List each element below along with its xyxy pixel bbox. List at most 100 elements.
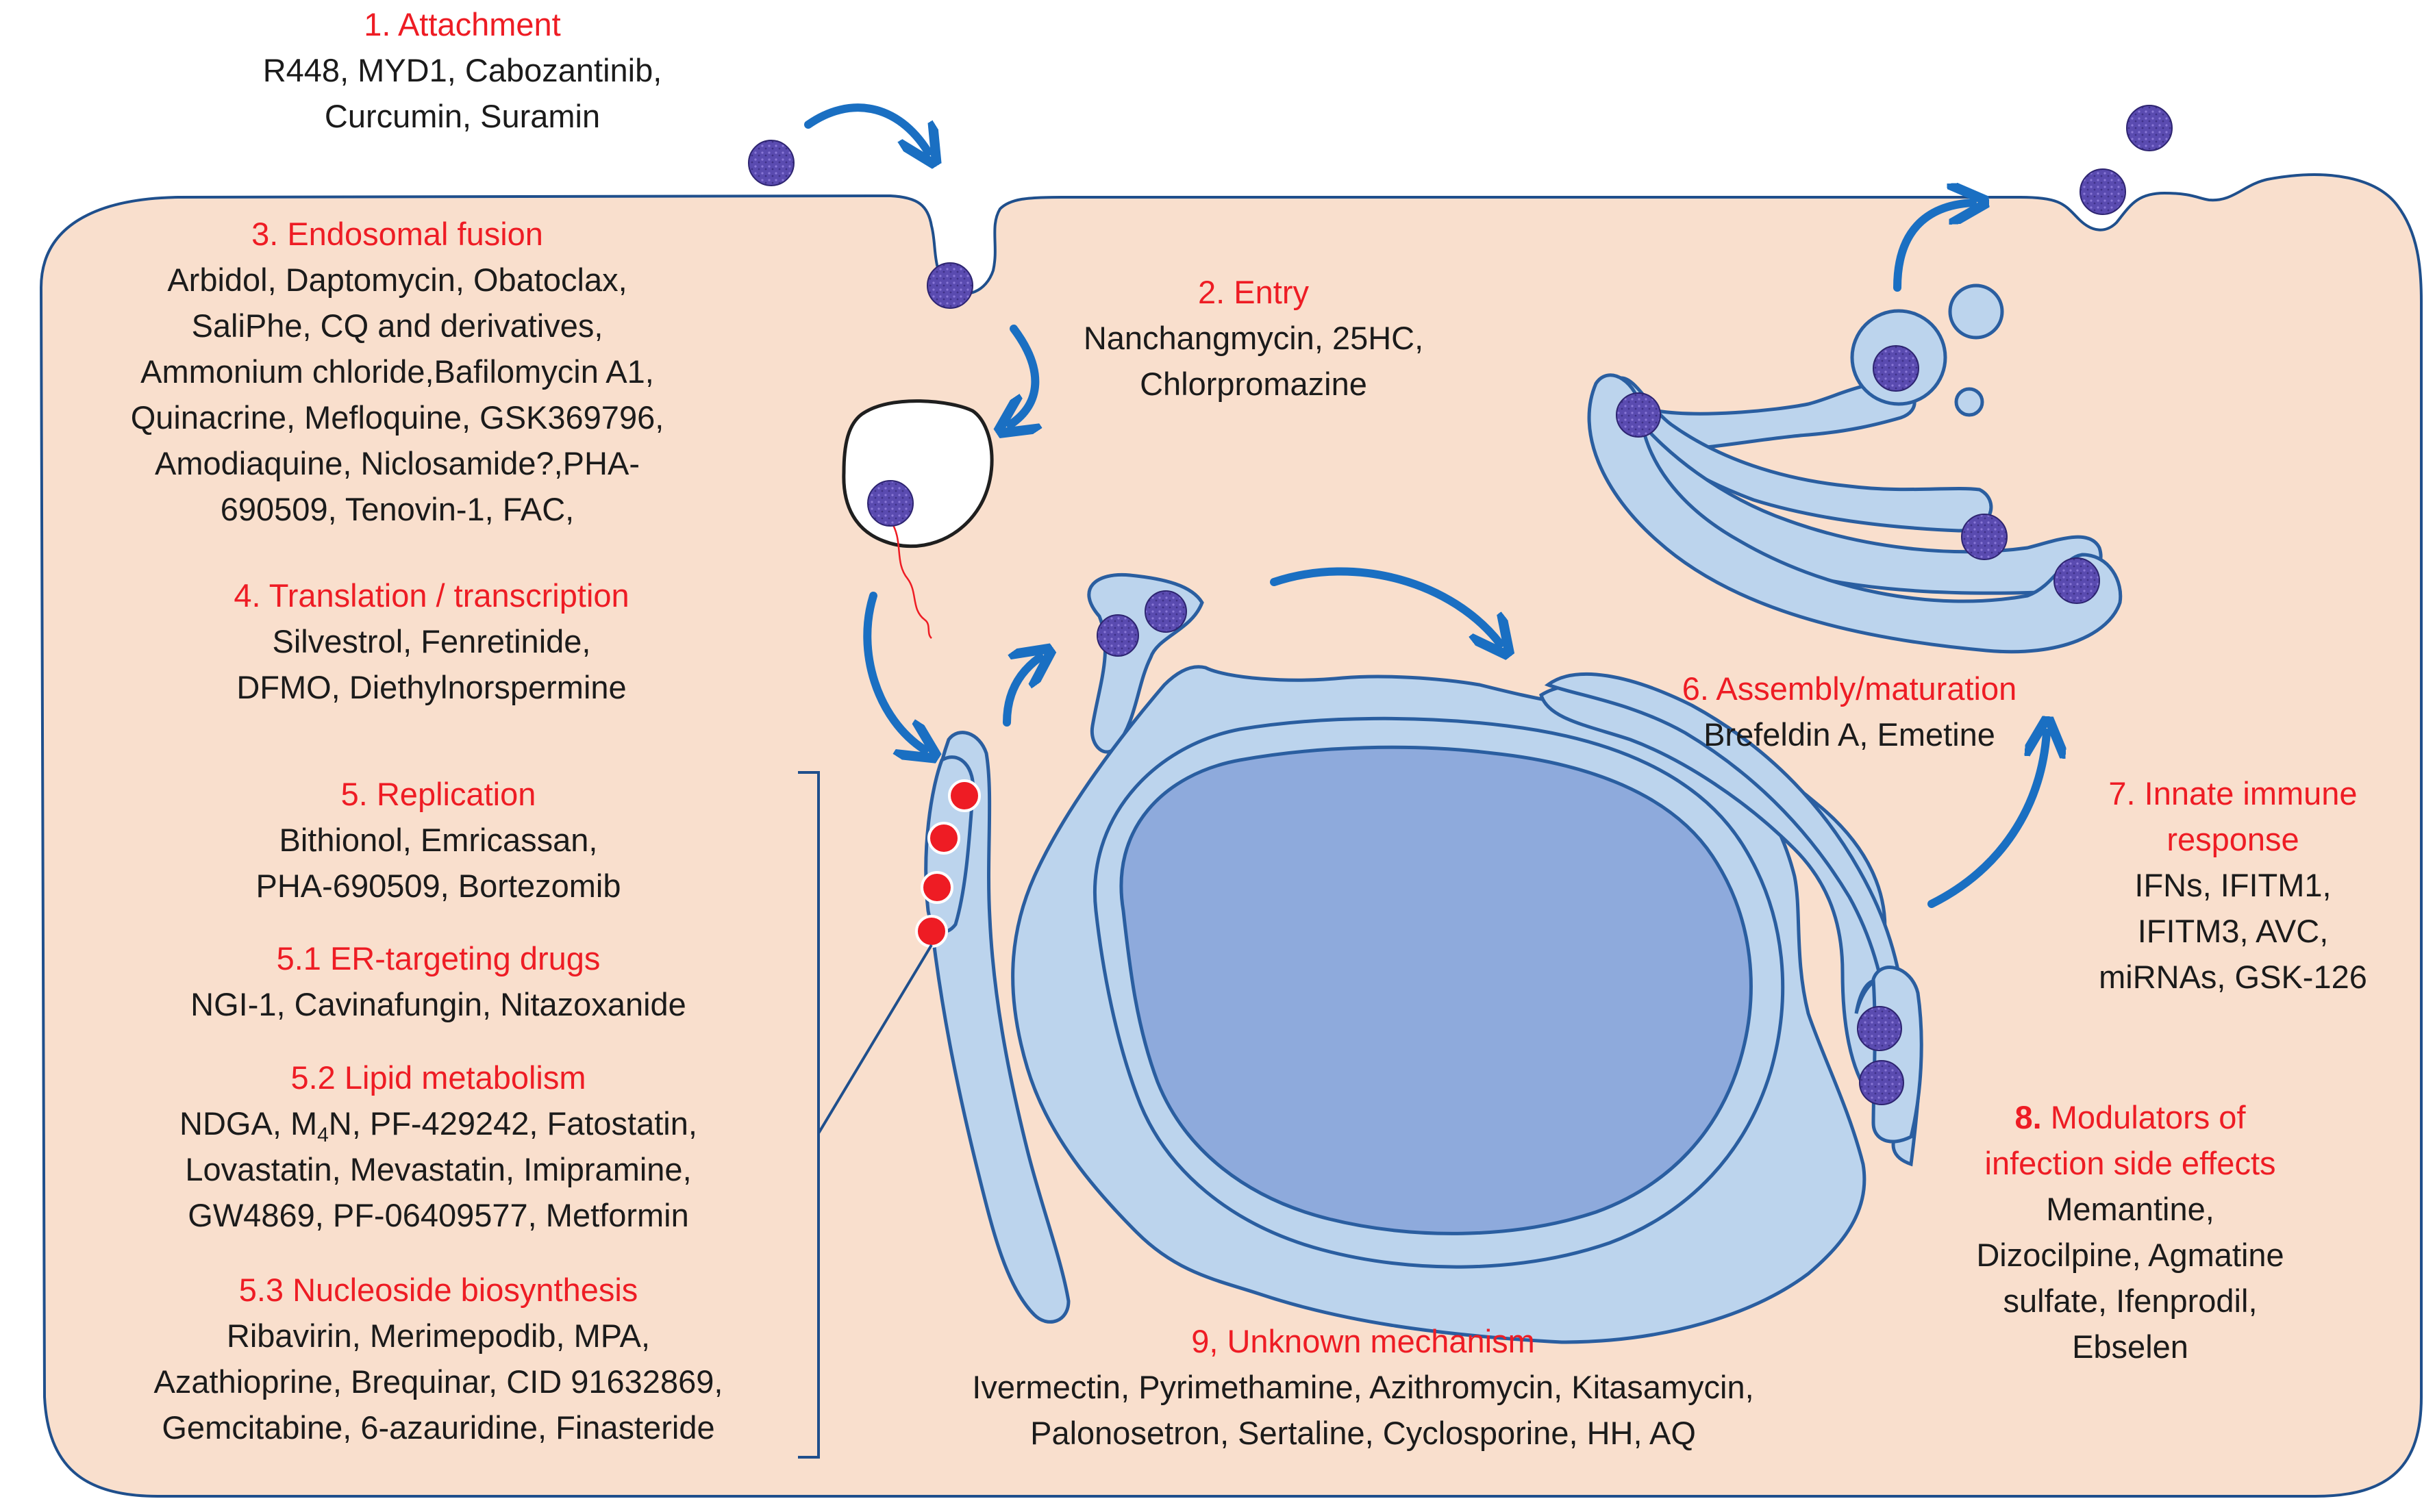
bracket-connector bbox=[817, 944, 933, 1135]
virus-in-pit bbox=[927, 262, 973, 309]
modulators-drugs-2: Dizocilpine, Agmatine bbox=[1976, 1237, 2284, 1273]
replication-title: 5. Replication bbox=[340, 776, 536, 812]
label-entry: 2. Entry Nanchangmycin, 25HC, Chlorproma… bbox=[1027, 269, 1479, 407]
nuclear-envelope-inner bbox=[1093, 716, 1785, 1269]
endosomal-fusion-drugs-6: 690509, Tenovin-1, FAC, bbox=[220, 491, 575, 527]
replication-drugs-2: PHA-690509, Bortezomib bbox=[255, 868, 621, 904]
arrow-release bbox=[1893, 203, 1973, 292]
modulators-title-2: infection side effects bbox=[1984, 1145, 2276, 1181]
golgi-cisterna-4 bbox=[1587, 373, 2123, 654]
virus-golgi-2 bbox=[1961, 514, 2008, 560]
lipid-drugs-1-pre: NDGA, M bbox=[179, 1105, 318, 1142]
entry-title: 2. Entry bbox=[1198, 274, 1309, 310]
replication-complexes bbox=[915, 779, 981, 948]
label-nucleoside: 5.3 Nucleoside biosynthesis Ribavirin, M… bbox=[89, 1267, 788, 1450]
endosomal-fusion-drugs-3: Ammonium chloride,Bafilomycin A1, bbox=[140, 353, 654, 390]
label-translation: 4. Translation / transcription Silvestro… bbox=[171, 572, 692, 710]
endosomal-fusion-drugs-4: Quinacrine, Mefloquine, GSK369796, bbox=[130, 399, 664, 436]
modulators-drugs-3: sulfate, Ifenprodil, bbox=[2003, 1283, 2258, 1319]
nucleoside-title: 5.3 Nucleoside biosynthesis bbox=[238, 1272, 638, 1308]
virus-er-2 bbox=[1145, 590, 1187, 633]
arrow-to-er bbox=[863, 592, 925, 750]
replication-complex-1 bbox=[948, 779, 981, 812]
lipid-metabolism-drugs-1: NDGA, M4N, PF-429242, Fatostatin, bbox=[137, 1100, 740, 1146]
process-arrows bbox=[804, 103, 2047, 908]
virus-er-pocket-1 bbox=[1857, 1006, 1902, 1051]
modulators-title-1: 8. Modulators of bbox=[1911, 1094, 2349, 1140]
modulators-drugs-4: Ebselen bbox=[2072, 1328, 2188, 1365]
translation-drugs-1: Silvestrol, Fenretinide, bbox=[272, 623, 591, 659]
label-replication: 5. Replication Bithionol, Emricassan, PH… bbox=[192, 771, 685, 909]
nucleus bbox=[1119, 745, 1753, 1235]
modulators-drugs-1: Memantine, bbox=[2046, 1191, 2214, 1227]
innate-immune-title-2: response bbox=[2166, 821, 2299, 857]
assembly-drugs-1: Brefeldin A, Emetine bbox=[1703, 716, 1995, 753]
golgi-vesicle-small bbox=[1954, 387, 1984, 417]
viral-rna-strand bbox=[889, 520, 932, 639]
golgi-vesicle-medium bbox=[1948, 284, 2004, 340]
lipid-metabolism-drugs-3: GW4869, PF-06409577, Metformin bbox=[188, 1197, 689, 1233]
entry-drugs-2: Chlorpromazine bbox=[1140, 366, 1367, 402]
virus-er-pocket-2 bbox=[1859, 1060, 1904, 1105]
replication-complex-2 bbox=[927, 822, 960, 855]
golgi-cisterna-2 bbox=[1608, 376, 1993, 533]
virus-golgi-vesicle bbox=[1873, 345, 1919, 392]
nucleoside-drugs-1: Ribavirin, Merimepodib, MPA, bbox=[226, 1318, 651, 1354]
virus-released-2 bbox=[2080, 168, 2126, 215]
assembly-title: 6. Assembly/maturation bbox=[1682, 670, 2017, 707]
replication-bracket bbox=[798, 771, 933, 1459]
arrow-entry bbox=[1010, 325, 1035, 425]
entry-drugs-1: Nanchangmycin, 25HC, bbox=[1083, 320, 1424, 356]
translation-title: 4. Translation / transcription bbox=[234, 577, 629, 614]
arrow-er-up bbox=[1003, 657, 1040, 727]
innate-immune-drugs-2: IFITM3, AVC, bbox=[2137, 913, 2329, 949]
label-endosomal-fusion: 3. Endosomal fusion Arbidol, Daptomycin,… bbox=[103, 211, 692, 532]
endosomal-fusion-drugs-1: Arbidol, Daptomycin, Obatoclax, bbox=[167, 262, 627, 298]
arrow-innate bbox=[1927, 733, 2047, 908]
modulators-title-text: Modulators of bbox=[2041, 1099, 2246, 1135]
virus-in-endosome bbox=[867, 480, 914, 527]
innate-immune-title-1: 7. Innate immune bbox=[2108, 775, 2358, 811]
virus-released-1 bbox=[2126, 105, 2173, 151]
arrow-attachment bbox=[804, 103, 928, 152]
replication-complex-3 bbox=[921, 871, 953, 904]
innate-immune-drugs-3: miRNAs, GSK-126 bbox=[2099, 959, 2367, 995]
nucleoside-drugs-2: Azathioprine, Brequinar, CID 91632869, bbox=[153, 1363, 723, 1400]
label-er-targeting: 5.1 ER-targeting drugs NGI-1, Cavinafung… bbox=[158, 935, 719, 1027]
label-modulators: 8. Modulators of infection side effects … bbox=[1911, 1094, 2349, 1370]
virus-er-1 bbox=[1097, 614, 1139, 657]
unknown-drugs-2: Palonosetron, Sertaline, Cyclosporine, H… bbox=[1030, 1415, 1696, 1451]
translation-drugs-2: DFMO, Diethylnorspermine bbox=[236, 669, 627, 705]
endosomal-fusion-drugs-5: Amodiaquine, Niclosamide?,PHA- bbox=[155, 445, 640, 481]
lipid-drugs-1-subscript: 4 bbox=[317, 1124, 329, 1146]
virus-golgi-1 bbox=[1616, 392, 1661, 438]
virus-particles bbox=[748, 105, 2173, 1105]
virus-golgi-3 bbox=[2053, 557, 2100, 604]
modulators-title-number: 8. bbox=[2014, 1099, 2042, 1135]
label-attachment: 1. Attachment R448, MYD1, Cabozantinib, … bbox=[199, 1, 726, 139]
er-targeting-drugs-1: NGI-1, Cavinafungin, Nitazoxanide bbox=[190, 986, 686, 1022]
er-targeting-title: 5.1 ER-targeting drugs bbox=[276, 940, 601, 977]
arrow-to-golgi bbox=[1270, 567, 1500, 644]
nucleoside-drugs-3: Gemcitabine, 6-azauridine, Finasteride bbox=[162, 1409, 715, 1446]
endosomal-fusion-title: 3. Endosomal fusion bbox=[251, 216, 543, 252]
unknown-drugs-1: Ivermectin, Pyrimethamine, Azithromycin,… bbox=[972, 1369, 1754, 1405]
innate-immune-drugs-1: IFNs, IFITM1, bbox=[2134, 867, 2332, 903]
label-lipid-metabolism: 5.2 Lipid metabolism NDGA, M4N, PF-42924… bbox=[137, 1055, 740, 1238]
lipid-metabolism-title: 5.2 Lipid metabolism bbox=[290, 1059, 586, 1096]
unknown-title: 9, Unknown mechanism bbox=[1191, 1323, 1535, 1359]
label-innate-immune: 7. Innate immune response IFNs, IFITM1, … bbox=[2048, 770, 2418, 1000]
replication-complex-4 bbox=[915, 915, 948, 948]
replication-drugs-1: Bithionol, Emricassan, bbox=[279, 822, 598, 858]
lipid-drugs-1-post: N, PF-429242, Fatostatin, bbox=[328, 1105, 697, 1142]
attachment-drugs-2: Curcumin, Suramin bbox=[324, 98, 601, 134]
attachment-title: 1. Attachment bbox=[364, 6, 561, 42]
lipid-metabolism-drugs-2: Lovastatin, Mevastatin, Imipramine, bbox=[185, 1151, 692, 1187]
attachment-drugs-1: R448, MYD1, Cabozantinib, bbox=[262, 52, 662, 88]
label-assembly: 6. Assembly/maturation Brefeldin A, Emet… bbox=[1610, 666, 2089, 757]
bracket-line bbox=[798, 771, 820, 1459]
label-unknown-mechanism: 9, Unknown mechanism Ivermectin, Pyrimet… bbox=[877, 1318, 1849, 1456]
virus-outside-left bbox=[748, 140, 795, 186]
endosomal-fusion-drugs-2: SaliPhe, CQ and derivatives, bbox=[191, 307, 603, 344]
